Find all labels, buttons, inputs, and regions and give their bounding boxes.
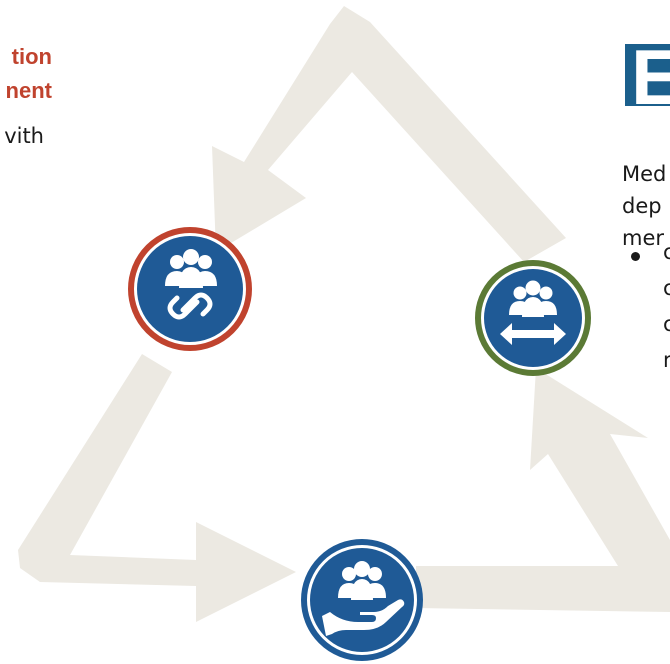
people-hand-icon <box>322 561 405 636</box>
bullet-line4: r <box>663 348 670 372</box>
bullet-marker <box>631 252 640 261</box>
support-node <box>301 539 423 661</box>
bullet-line1: c <box>663 240 670 264</box>
bullet-line3: c <box>663 312 670 336</box>
arrow-left-bottom <box>18 354 296 622</box>
left-heading-line2: nent <box>5 78 52 103</box>
people-link-icon <box>165 249 217 320</box>
exchange-node <box>475 260 591 376</box>
right-body-line2: dep <box>622 194 662 218</box>
left-body-fragment: vith <box>4 124 44 148</box>
right-body-line1: Med <box>622 162 667 186</box>
people-arrows-icon <box>500 280 566 345</box>
arrow-top-left <box>212 6 566 262</box>
bullet-line2: c <box>663 276 670 300</box>
arrow-bottom-right <box>416 368 670 612</box>
right-heading-block: E <box>625 44 670 106</box>
collaboration-node <box>128 227 252 351</box>
left-heading-line1: tion <box>11 44 52 69</box>
right-body-line3: mer <box>622 226 665 250</box>
